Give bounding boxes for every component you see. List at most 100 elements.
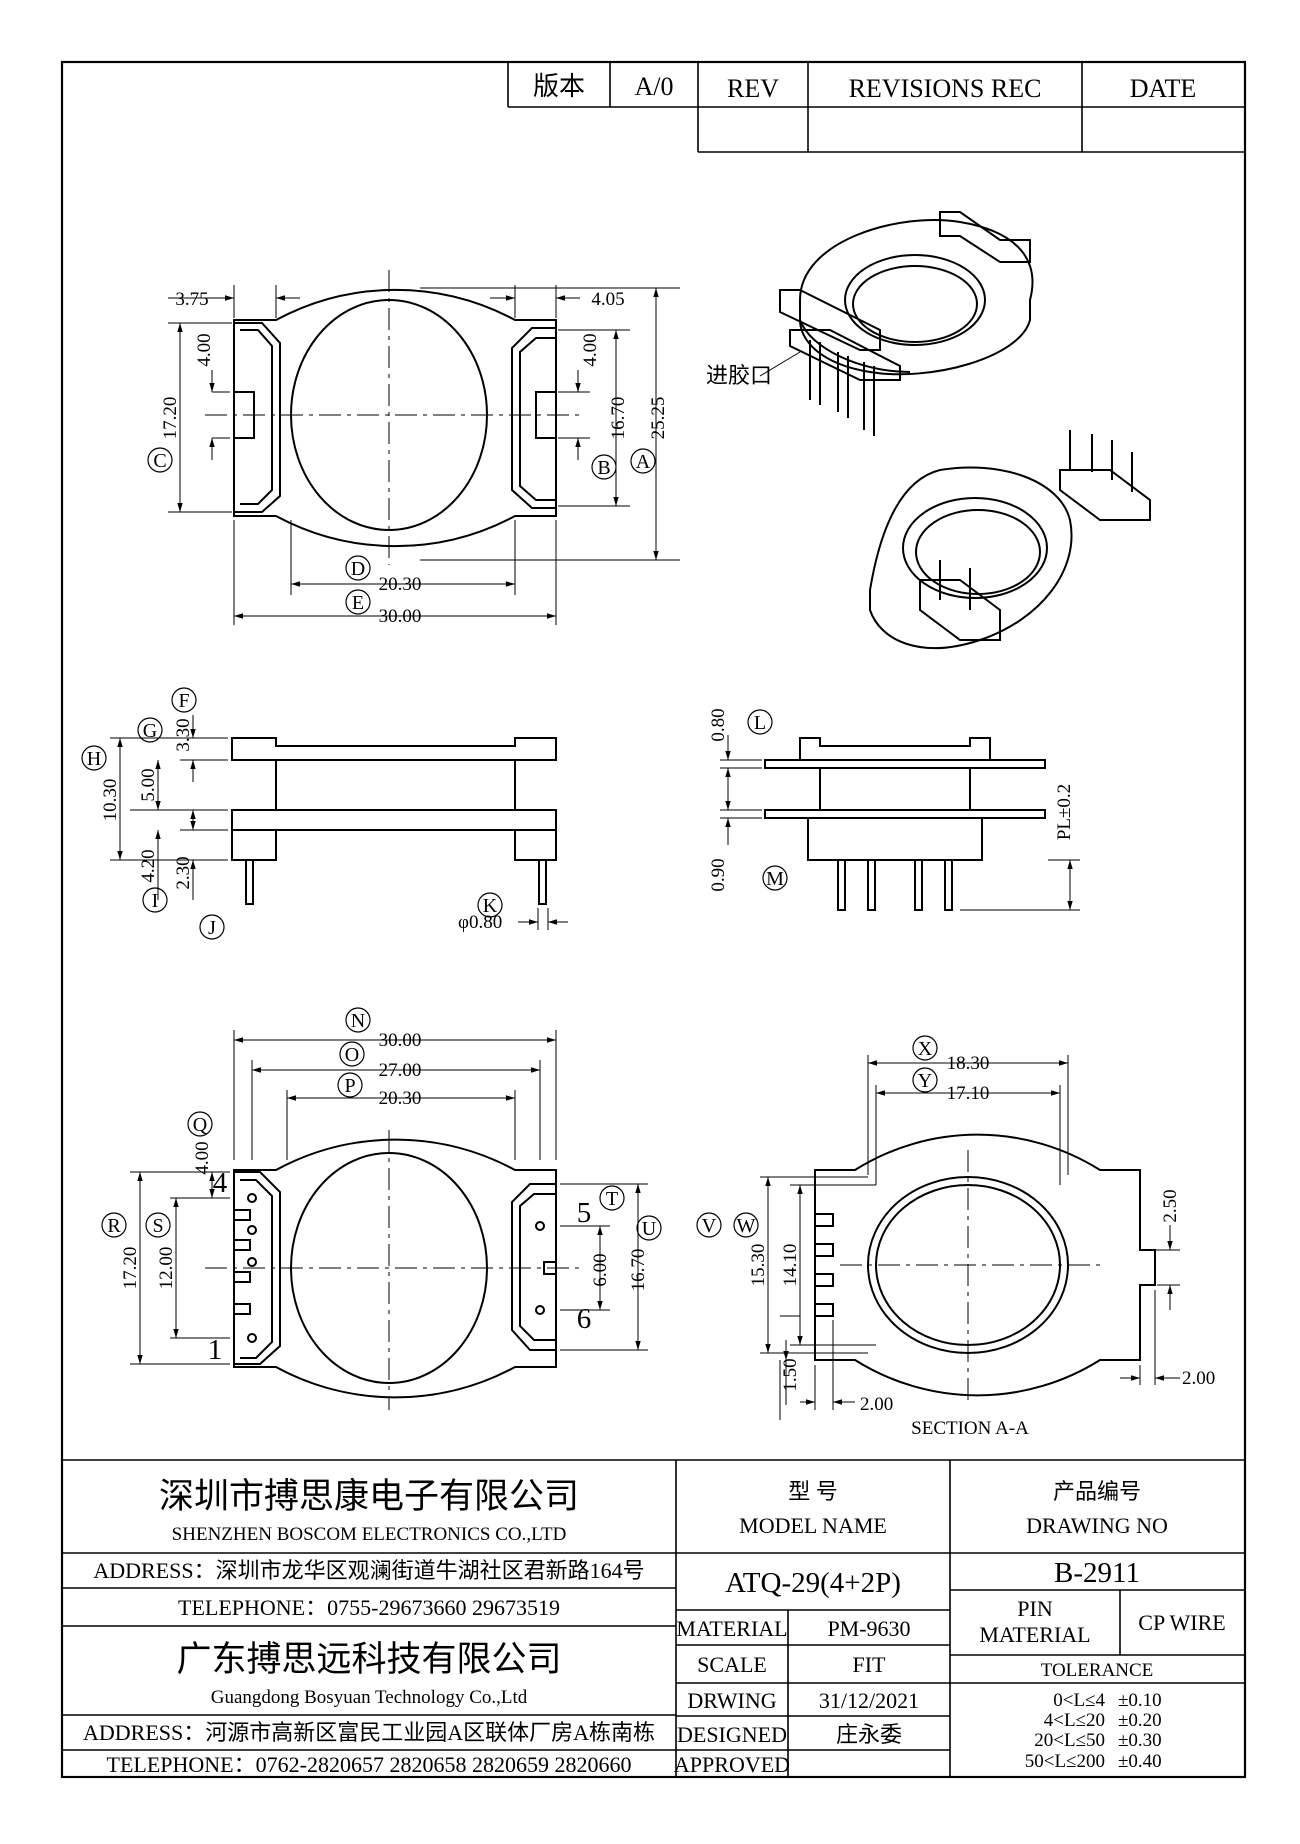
- dim-17-10: 17.10: [947, 1083, 990, 1104]
- top-view-outline: [233, 288, 557, 548]
- pin-material-value: CP WIRE: [1138, 1610, 1225, 1635]
- dim-section-2-00-right: 2.00: [1182, 1368, 1215, 1389]
- label-C: C: [153, 450, 166, 472]
- approved-label: APPROVED: [674, 1752, 790, 1777]
- label-A: A: [636, 451, 651, 473]
- version-value: A/0: [635, 72, 674, 101]
- dim-0-90: 0.90: [708, 858, 729, 891]
- dim-bottom-30-00: 30.00: [379, 1030, 422, 1051]
- company1-cn: 深圳市搏思康电子有限公司: [159, 1477, 579, 1516]
- material-value: PM-9630: [827, 1616, 910, 1641]
- isometric-view-2: [869, 430, 1151, 649]
- section-caption: SECTION A-A: [911, 1418, 1029, 1439]
- version-label: 版本: [533, 72, 585, 101]
- tolerance-value-0: ±0.10: [1118, 1690, 1162, 1711]
- label-N: N: [351, 1010, 365, 1032]
- drawing-label-cn: 产品编号: [1053, 1479, 1141, 1504]
- pin-6: 6: [577, 1303, 592, 1335]
- tolerance-label: TOLERANCE: [1041, 1660, 1154, 1681]
- date-header: DATE: [1130, 74, 1196, 103]
- top-view-centerlines: [205, 270, 580, 565]
- label-P: P: [344, 1075, 355, 1097]
- dim-20-30: 20.30: [379, 574, 422, 595]
- model-label-cn: 型 号: [788, 1479, 838, 1504]
- label-W: W: [737, 1215, 756, 1237]
- tolerance-value-3: ±0.40: [1118, 1751, 1162, 1772]
- label-S: S: [152, 1215, 163, 1237]
- title-block-grid: [62, 1459, 1245, 1777]
- label-Y: Y: [918, 1070, 932, 1092]
- label-F: F: [178, 690, 189, 712]
- model-value: ATQ-29(4+2P): [725, 1567, 901, 1599]
- dim-16-70: 16.70: [608, 397, 629, 440]
- telephone2: TELEPHONE：0762-2820657 2820658 2820659 2…: [107, 1752, 632, 1777]
- dim-0-80: 0.80: [708, 708, 729, 741]
- balloon-labels-side: [81, 687, 503, 940]
- dim-3-75: 3.75: [175, 289, 208, 310]
- material-label: MATERIAL: [676, 1616, 787, 1641]
- tolerance-range-2: 20<L≤50: [1034, 1730, 1105, 1751]
- dim-4-05: 4.05: [591, 289, 624, 310]
- label-V: V: [702, 1215, 717, 1237]
- label-E: E: [352, 592, 364, 614]
- drawing-label-en: DRAWING NO: [1026, 1513, 1168, 1538]
- pin-1: 1: [208, 1334, 223, 1366]
- dim-25-25: 25.25: [648, 397, 669, 440]
- dim-5-00: 5.00: [138, 768, 159, 801]
- scale-label: SCALE: [697, 1652, 767, 1677]
- balloon-labels-front: [747, 709, 788, 891]
- dim-2-50: 2.50: [1160, 1189, 1181, 1222]
- dim-bottom-6-00: 6.00: [590, 1253, 611, 1286]
- dim-4-00-right: 4.00: [580, 333, 601, 366]
- dim-17-20: 17.20: [160, 397, 181, 440]
- drawing-date-label: DRWING: [687, 1688, 776, 1713]
- rev-header: REV: [727, 74, 779, 103]
- bottom-view-dims: [130, 1030, 648, 1365]
- dim-1-50: 1.50: [780, 1358, 801, 1391]
- front-view: [764, 737, 1046, 911]
- balloon-labels-bottom: [101, 1007, 662, 1241]
- drawing-border: [60, 60, 1247, 1779]
- top-view-dims: [168, 285, 680, 625]
- company1-en: SHENZHEN BOSCOM ELECTRONICS CO.,LTD: [172, 1524, 567, 1545]
- dim-18-30: 18.30: [947, 1053, 990, 1074]
- dim-bottom-27-00: 27.00: [379, 1060, 422, 1081]
- address1: ADDRESS：深圳市龙华区观澜街道牛湖社区君新路164号: [93, 1558, 644, 1583]
- dim-section-2-00-bottom: 2.00: [860, 1394, 893, 1415]
- label-R: R: [107, 1215, 121, 1237]
- label-H: H: [87, 748, 101, 770]
- label-O: O: [345, 1044, 359, 1066]
- balloon-labels-top: [147, 447, 656, 615]
- dim-bottom-4-00: 4.00: [192, 1141, 213, 1174]
- tolerance-value-2: ±0.30: [1118, 1730, 1162, 1751]
- dim-30-00: 30.00: [379, 606, 422, 627]
- dim-2-30: 2.30: [173, 856, 194, 889]
- revision-block: [507, 62, 1245, 153]
- pin-material-label-2: MATERIAL: [979, 1622, 1090, 1647]
- gate-label: 进胶口: [706, 363, 772, 388]
- label-G: G: [143, 720, 157, 742]
- scale-value: FIT: [853, 1652, 887, 1677]
- label-J: J: [208, 917, 216, 939]
- label-U: U: [642, 1218, 657, 1240]
- section-view-dims: [760, 1055, 1180, 1420]
- label-K: K: [483, 895, 498, 917]
- dim-bottom-16-70: 16.70: [628, 1249, 649, 1292]
- tolerance-range-0: 0<L≤4: [1053, 1690, 1105, 1711]
- dim-4-20: 4.20: [138, 849, 159, 882]
- telephone1: TELEPHONE：0755-29673660 29673519: [178, 1595, 560, 1620]
- dim-10-30: 10.30: [100, 779, 121, 822]
- revisions-header: REVISIONS REC: [849, 74, 1042, 103]
- label-L: L: [754, 712, 766, 734]
- dim-bottom-17-20: 17.20: [120, 1247, 141, 1290]
- dim-pl-tolerance: PL±0.2: [1054, 784, 1075, 840]
- section-view-centerlines: [840, 1150, 1100, 1400]
- label-T: T: [606, 1188, 618, 1210]
- isometric-view-1: [779, 211, 1034, 436]
- label-M: M: [766, 868, 784, 890]
- designed-label: DESIGNED: [677, 1722, 787, 1747]
- label-D: D: [351, 558, 365, 580]
- side-view: [231, 737, 557, 905]
- tolerance-range-3: 50<L≤200: [1025, 1751, 1105, 1772]
